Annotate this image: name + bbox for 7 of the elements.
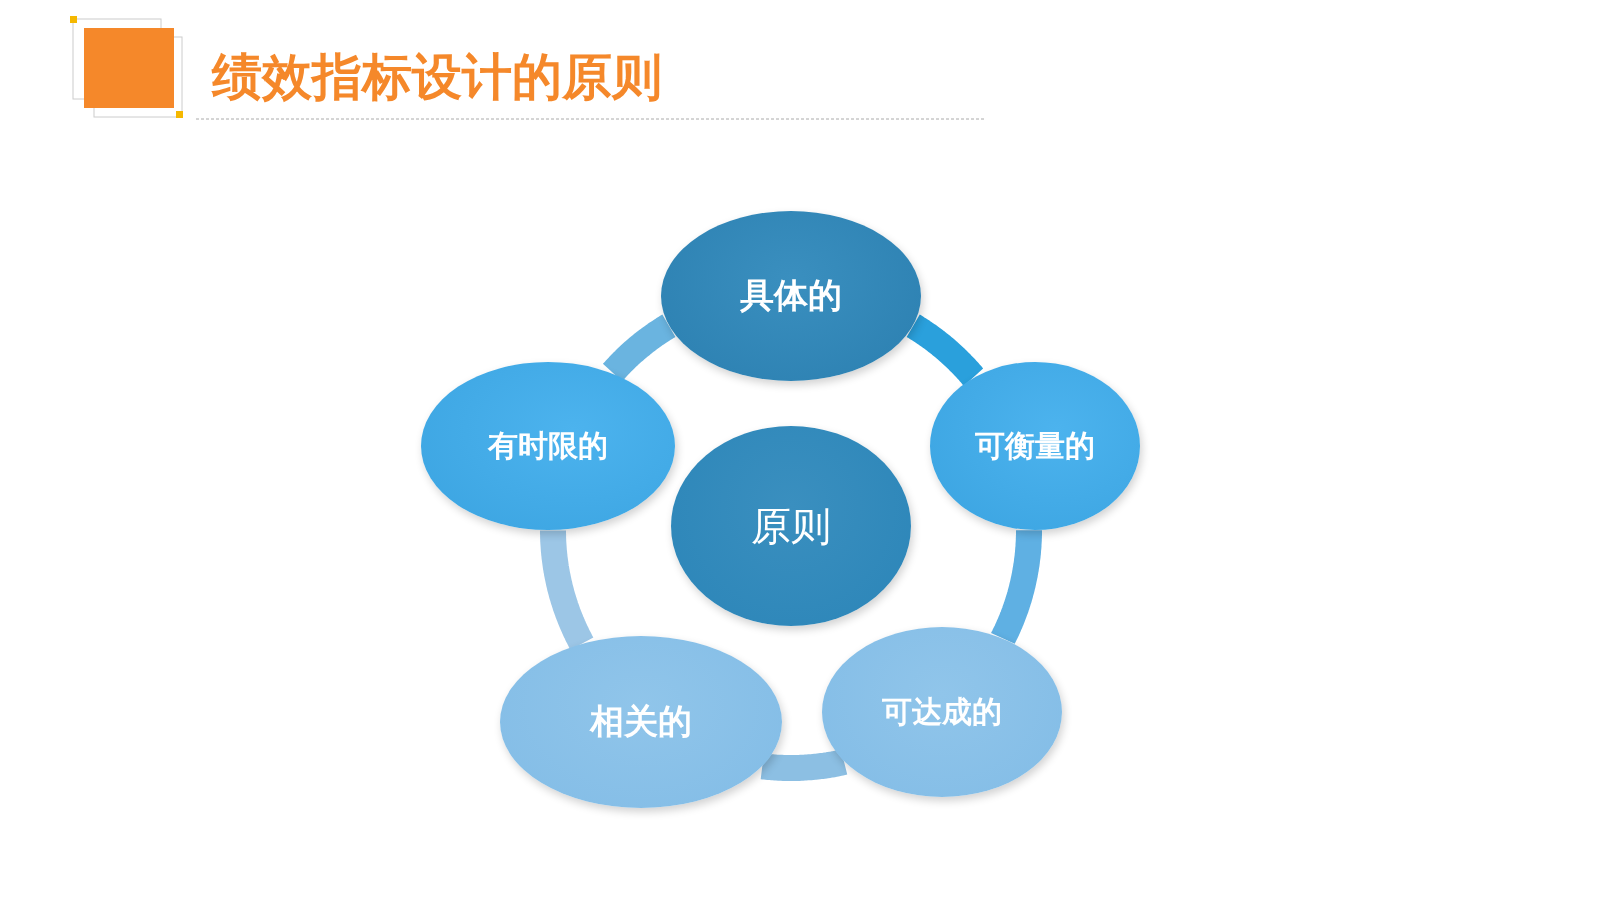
node-label: 原则 (751, 501, 831, 551)
node-label: 具体的 (740, 274, 842, 317)
node-label: 相关的 (590, 700, 692, 743)
node-label: 可衡量的 (975, 426, 1095, 465)
node-label: 有时限的 (488, 426, 608, 465)
node-label: 可达成的 (882, 692, 1002, 731)
title: 绩效指标设计的原则 (212, 47, 662, 108)
